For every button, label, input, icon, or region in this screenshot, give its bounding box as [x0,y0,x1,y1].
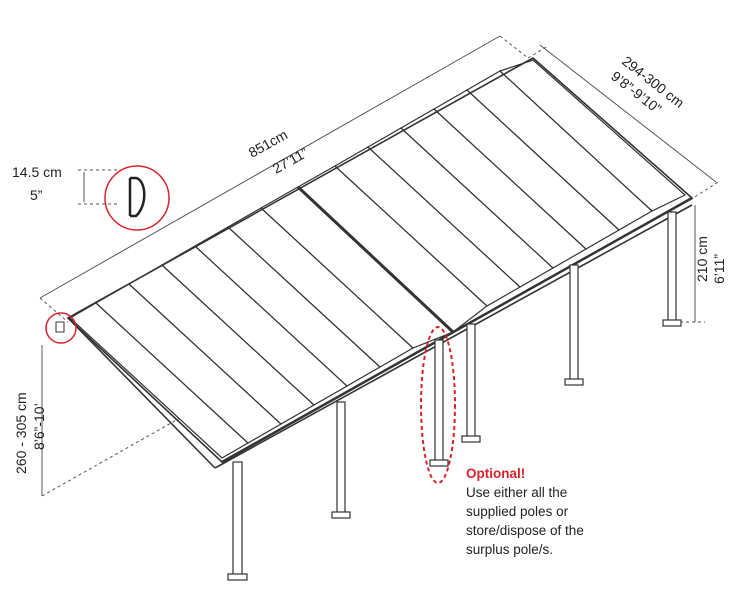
back-height-dimension [680,205,705,323]
post-back-right [662,211,682,327]
length-ft-label: 27’11” [270,144,311,177]
gutter-detail-circle [104,165,170,231]
length-dimension [39,35,529,323]
front-height-cm-label: 260 - 305 cm [13,392,29,474]
gutter-dimension [78,169,120,205]
back-height-ft-label: 6’11” [711,254,727,284]
post-front-2 [331,401,351,519]
optional-note-line-4: surplus pole/s. [466,542,554,557]
depth-dimension [527,44,719,201]
post-front-4 [461,323,481,443]
post-optional [429,339,449,467]
optional-note-line-3: store/dispose of the [466,523,584,538]
optional-note: Optional! Use either all the supplied po… [466,464,726,559]
support-posts [227,211,682,581]
optional-note-title: Optional! [466,466,526,481]
back-height-cm-label: 210 cm [694,236,710,282]
gutter-cm-label: 14.5 cm [12,164,62,180]
front-height-dimension [41,345,181,497]
post-front-5 [564,264,584,386]
front-height-ft-label: 8’6”-10’ [31,403,47,450]
roof-frame [66,57,694,469]
gutter-corner-detail [55,321,65,333]
optional-note-line-2: supplied poles or [466,504,569,519]
gutter-profile-icon [128,176,146,218]
post-front-left [227,461,248,581]
optional-pole-highlight [420,326,456,484]
gutter-corner-circle [45,312,77,344]
optional-note-line-1: Use either all the [466,485,568,500]
gutter-in-label: 5” [30,187,43,203]
